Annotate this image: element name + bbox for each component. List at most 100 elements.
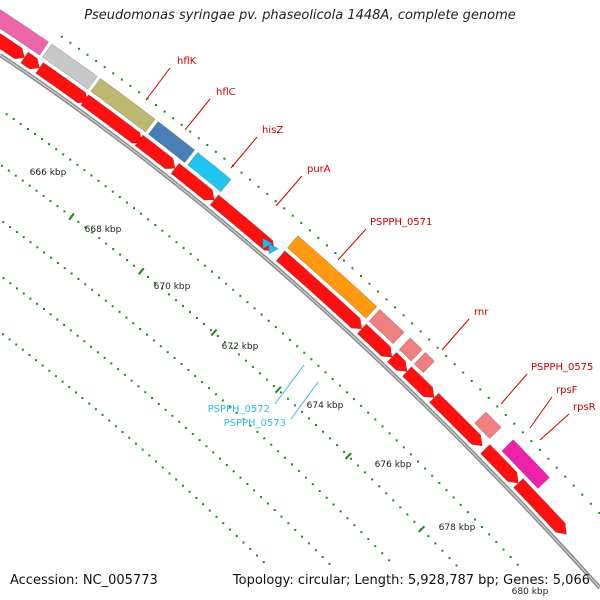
- guide-dot: [119, 253, 122, 256]
- guide-dot-outer: [129, 84, 132, 87]
- gene-label[interactable]: rpsF: [556, 385, 578, 396]
- guide-dot-outer: [172, 117, 175, 120]
- gene-label[interactable]: PSPPH_0572: [208, 404, 270, 415]
- gene-label[interactable]: PSPPH_0571: [370, 217, 432, 228]
- guide-dot-outer: [300, 222, 303, 225]
- gene-bar-outer-9: [501, 439, 550, 489]
- guide-dot: [108, 419, 111, 422]
- guide-dot: [91, 231, 94, 234]
- guide-dot: [181, 484, 184, 487]
- guide-dot: [48, 143, 51, 146]
- guide-dot: [473, 518, 476, 521]
- cds-arrow-11: [429, 392, 483, 447]
- guide-dot: [237, 353, 240, 356]
- guide-dot: [350, 457, 353, 460]
- guide-dot: [314, 424, 317, 427]
- guide-dot: [212, 451, 215, 454]
- guide-dot: [202, 322, 205, 325]
- guide-dot: [126, 259, 129, 262]
- feature-tracks: [0, 9, 567, 535]
- guide-dot: [70, 272, 73, 275]
- guide-dot: [267, 319, 270, 322]
- guide-dot: [161, 287, 164, 290]
- guide-dot-outer: [342, 259, 345, 262]
- gene-label[interactable]: hflC: [216, 87, 236, 98]
- guide-dot: [83, 340, 86, 343]
- guide-dot: [42, 308, 45, 311]
- guide-dot-outer: [589, 502, 592, 505]
- gene-label[interactable]: rpsR: [573, 402, 596, 413]
- guide-dot: [296, 345, 299, 348]
- guide-dot: [235, 534, 238, 537]
- guide-dot: [104, 299, 107, 302]
- guide-dot: [371, 478, 374, 481]
- guide-dot: [130, 379, 133, 382]
- gene-label[interactable]: purA: [307, 164, 331, 175]
- guide-dot-outer: [598, 511, 600, 514]
- guide-dot-outer: [394, 306, 397, 309]
- guide-dot: [201, 381, 204, 384]
- guide-dot: [304, 476, 307, 479]
- guide-dot-outer: [189, 130, 192, 133]
- gene-label[interactable]: PSPPH_0573: [224, 418, 286, 429]
- guide-dot: [35, 359, 38, 362]
- guide-dot: [321, 556, 324, 559]
- guide-dot: [249, 424, 252, 427]
- guide-dot: [352, 398, 355, 401]
- guide-dot-outer: [137, 91, 140, 94]
- guide-dot-outer: [504, 414, 507, 417]
- guide-dot: [256, 430, 259, 433]
- guide-dot: [424, 467, 427, 470]
- guide-dot-outer: [86, 53, 89, 56]
- guide-dot: [266, 502, 269, 505]
- guide-dot: [8, 338, 11, 341]
- guide-dot: [61, 380, 64, 383]
- guide-dot: [188, 310, 191, 313]
- scale-tick: [137, 267, 145, 276]
- guide-dot: [253, 307, 256, 310]
- guide-dot: [249, 547, 252, 550]
- guide-dot: [244, 359, 247, 362]
- guide-dot-outer: [385, 298, 388, 301]
- guide-dot: [76, 163, 79, 166]
- guide-dot-outer: [206, 144, 209, 147]
- guide-dot: [22, 236, 25, 239]
- guide-dot: [438, 481, 441, 484]
- gene-label[interactable]: PSPPH_0575: [531, 362, 593, 373]
- guide-dot: [286, 397, 289, 400]
- gene-label[interactable]: hisZ: [262, 125, 283, 136]
- guide-dot: [154, 281, 157, 284]
- guide-dot: [374, 418, 377, 421]
- guide-dot: [15, 287, 18, 290]
- guide-dot: [110, 362, 113, 365]
- gene-label[interactable]: hflK: [177, 56, 197, 67]
- guide-dot: [279, 391, 282, 394]
- guide-dot: [297, 469, 300, 472]
- guide-dot: [12, 118, 15, 121]
- guide-dot-outer: [283, 207, 286, 210]
- guide-dot-outer: [572, 484, 575, 487]
- guide-dot: [218, 276, 221, 279]
- guide-dot: [246, 483, 249, 486]
- guide-dot: [381, 552, 384, 555]
- guide-dot-outer: [291, 214, 294, 217]
- guide-dot: [182, 247, 185, 250]
- guide-dot-outer: [351, 267, 354, 270]
- guide-dot: [409, 453, 412, 456]
- guide-dot: [431, 474, 434, 477]
- guide-dot: [290, 463, 293, 466]
- cds-arrow-1: [20, 51, 40, 70]
- guide-dot: [455, 564, 458, 567]
- guide-dot-outer: [257, 185, 260, 188]
- gene-label[interactable]: rnr: [474, 307, 489, 318]
- guide-dot: [178, 420, 181, 423]
- guide-dot: [272, 384, 275, 387]
- scale-tick: [210, 328, 218, 337]
- guide-dot: [62, 153, 65, 156]
- guide-dot: [293, 404, 296, 407]
- guide-dot: [402, 446, 405, 449]
- guide-dot: [495, 540, 498, 543]
- guide-dot: [328, 562, 331, 565]
- guide-dot: [459, 503, 462, 506]
